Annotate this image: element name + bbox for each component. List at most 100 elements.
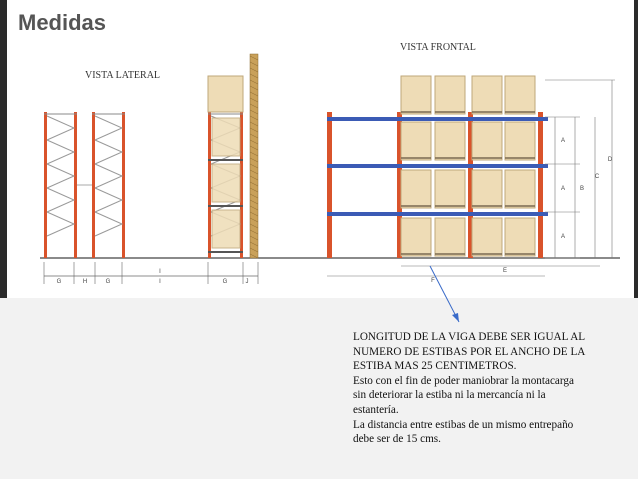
pointer-arrow-head [452,313,459,322]
wall-hatch [249,169,259,175]
right-frame-bar [634,0,638,298]
beam-note: LONGITUD DE LA VIGA DEBE SER IGUAL AL NU… [353,330,621,447]
frontal-pallet-r3c4 [504,169,536,209]
lateral-top-pallet [207,75,244,113]
label-vista-lateral: VISTA LATERAL [85,70,161,81]
frontal-pallet-r4c1 [400,217,432,257]
note-line-8: debe ser de 15 cms. [353,433,441,446]
wall-hatch [249,217,259,223]
wall-hatch [249,253,259,259]
wall-hatch [249,223,259,229]
wall-hatch [249,175,259,181]
frontal-dim-a3: A [561,234,565,240]
frontal-dim-d: D [608,157,613,163]
wall-hatch [249,109,259,115]
note-line-7: La distancia entre estibas de un mismo e… [353,418,574,431]
note-line-2: NUMERO DE ESTIBAS POR EL ANCHO DE LA [353,345,586,358]
frontal-pallet-r2c2 [434,121,466,161]
wall-hatch [249,55,259,61]
note-line-6: estantería. [353,403,399,416]
note-line-1: LONGITUD DE LA VIGA DEBE SER IGUAL AL [353,331,586,343]
frontal-pallet-r2c1 [400,121,432,161]
wall-hatch [249,187,259,193]
wall-hatch [249,247,259,253]
wall-hatch [249,241,259,247]
lateral-dim-g: G [106,279,111,285]
wall-hatch [249,211,259,217]
frontal-upright-1 [327,112,332,258]
note-line-5: sin deteriorar la estiba ni la mercancía… [353,389,546,402]
frontal-pallet-r1c4 [504,75,536,115]
wall-hatch [249,181,259,187]
frontal-pallet-r3c2 [434,169,466,209]
wall-hatch [249,103,259,109]
frontal-dim-f: F [431,278,435,284]
lateral-dim-j: J [246,279,249,285]
lateral-pallet-3 [211,209,241,249]
wall-hatch [249,85,259,91]
note-line-3: ESTIBA MAS 25 CENTIMETROS. [353,360,517,373]
frontal-upright-4 [538,112,543,258]
wall-hatch [249,121,259,127]
lateral-frame-2-bracing [94,115,124,237]
frontal-beam-2 [327,164,548,168]
lateral-frame-1-post-left [44,112,47,258]
wall-hatch [249,205,259,211]
wall-hatch [249,163,259,169]
wall-hatch [249,133,259,139]
lateral-dim-h: H [83,279,87,285]
wall-hatch [249,229,259,235]
frontal-pallet-r1c2 [434,75,466,115]
frontal-dim-e: E [503,268,507,274]
wall-hatch [249,67,259,73]
frontal-pallet-r4c2 [434,217,466,257]
wall-hatch [249,193,259,199]
lateral-loaded-frame-post-right [240,112,243,258]
frontal-pallet-r1c3 [471,75,503,115]
wall-hatch [249,79,259,85]
frontal-dim-a2: A [561,186,565,192]
frontal-beam-1 [327,117,548,121]
wall-hatch [249,127,259,133]
pointer-arrow-line [429,265,460,323]
lateral-dim-gap: I [159,269,161,275]
wall-hatch [249,61,259,67]
frontal-beam-3 [327,212,548,216]
lateral-frame-1-post-right [74,112,77,258]
wall-hatch [249,151,259,157]
left-frame-bar [0,0,7,298]
wall-hatch [249,157,259,163]
frontal-pallet-r4c3 [471,217,503,257]
wall-hatch [249,73,259,79]
wall-hatch [249,115,259,121]
notes-panel [0,298,638,479]
slide-title: Medidas [18,10,107,35]
lateral-frame-2-post-left [92,112,95,258]
frontal-pallet-r4c4 [504,217,536,257]
lateral-dim-g: G [57,279,62,285]
frontal-pallet-r2c3 [471,121,503,161]
frontal-dim-b: B [580,186,584,192]
wall-hatch [249,145,259,151]
lateral-frame-2-post-right [122,112,125,258]
label-vista-frontal: VISTA FRONTAL [400,42,476,53]
frontal-upright-2 [397,112,402,258]
lateral-pallet-1 [211,117,241,157]
wall-hatch [249,91,259,97]
wall-hatch [249,235,259,241]
lateral-frame-1-bracing [46,115,76,237]
lateral-dim-g: G [223,279,228,285]
frontal-pallet-r2c4 [504,121,536,161]
frontal-upright-3 [468,112,473,258]
frontal-dim-c: C [595,174,600,180]
lateral-pallet-2 [211,163,241,203]
lateral-loaded-frame-post-left [208,112,211,258]
wall-hatch [249,199,259,205]
note-line-4: Esto con el fin de poder maniobrar la mo… [353,374,574,387]
frontal-pallet-r3c3 [471,169,503,209]
frontal-pallet-r3c1 [400,169,432,209]
frontal-dim-a1: A [561,138,565,144]
